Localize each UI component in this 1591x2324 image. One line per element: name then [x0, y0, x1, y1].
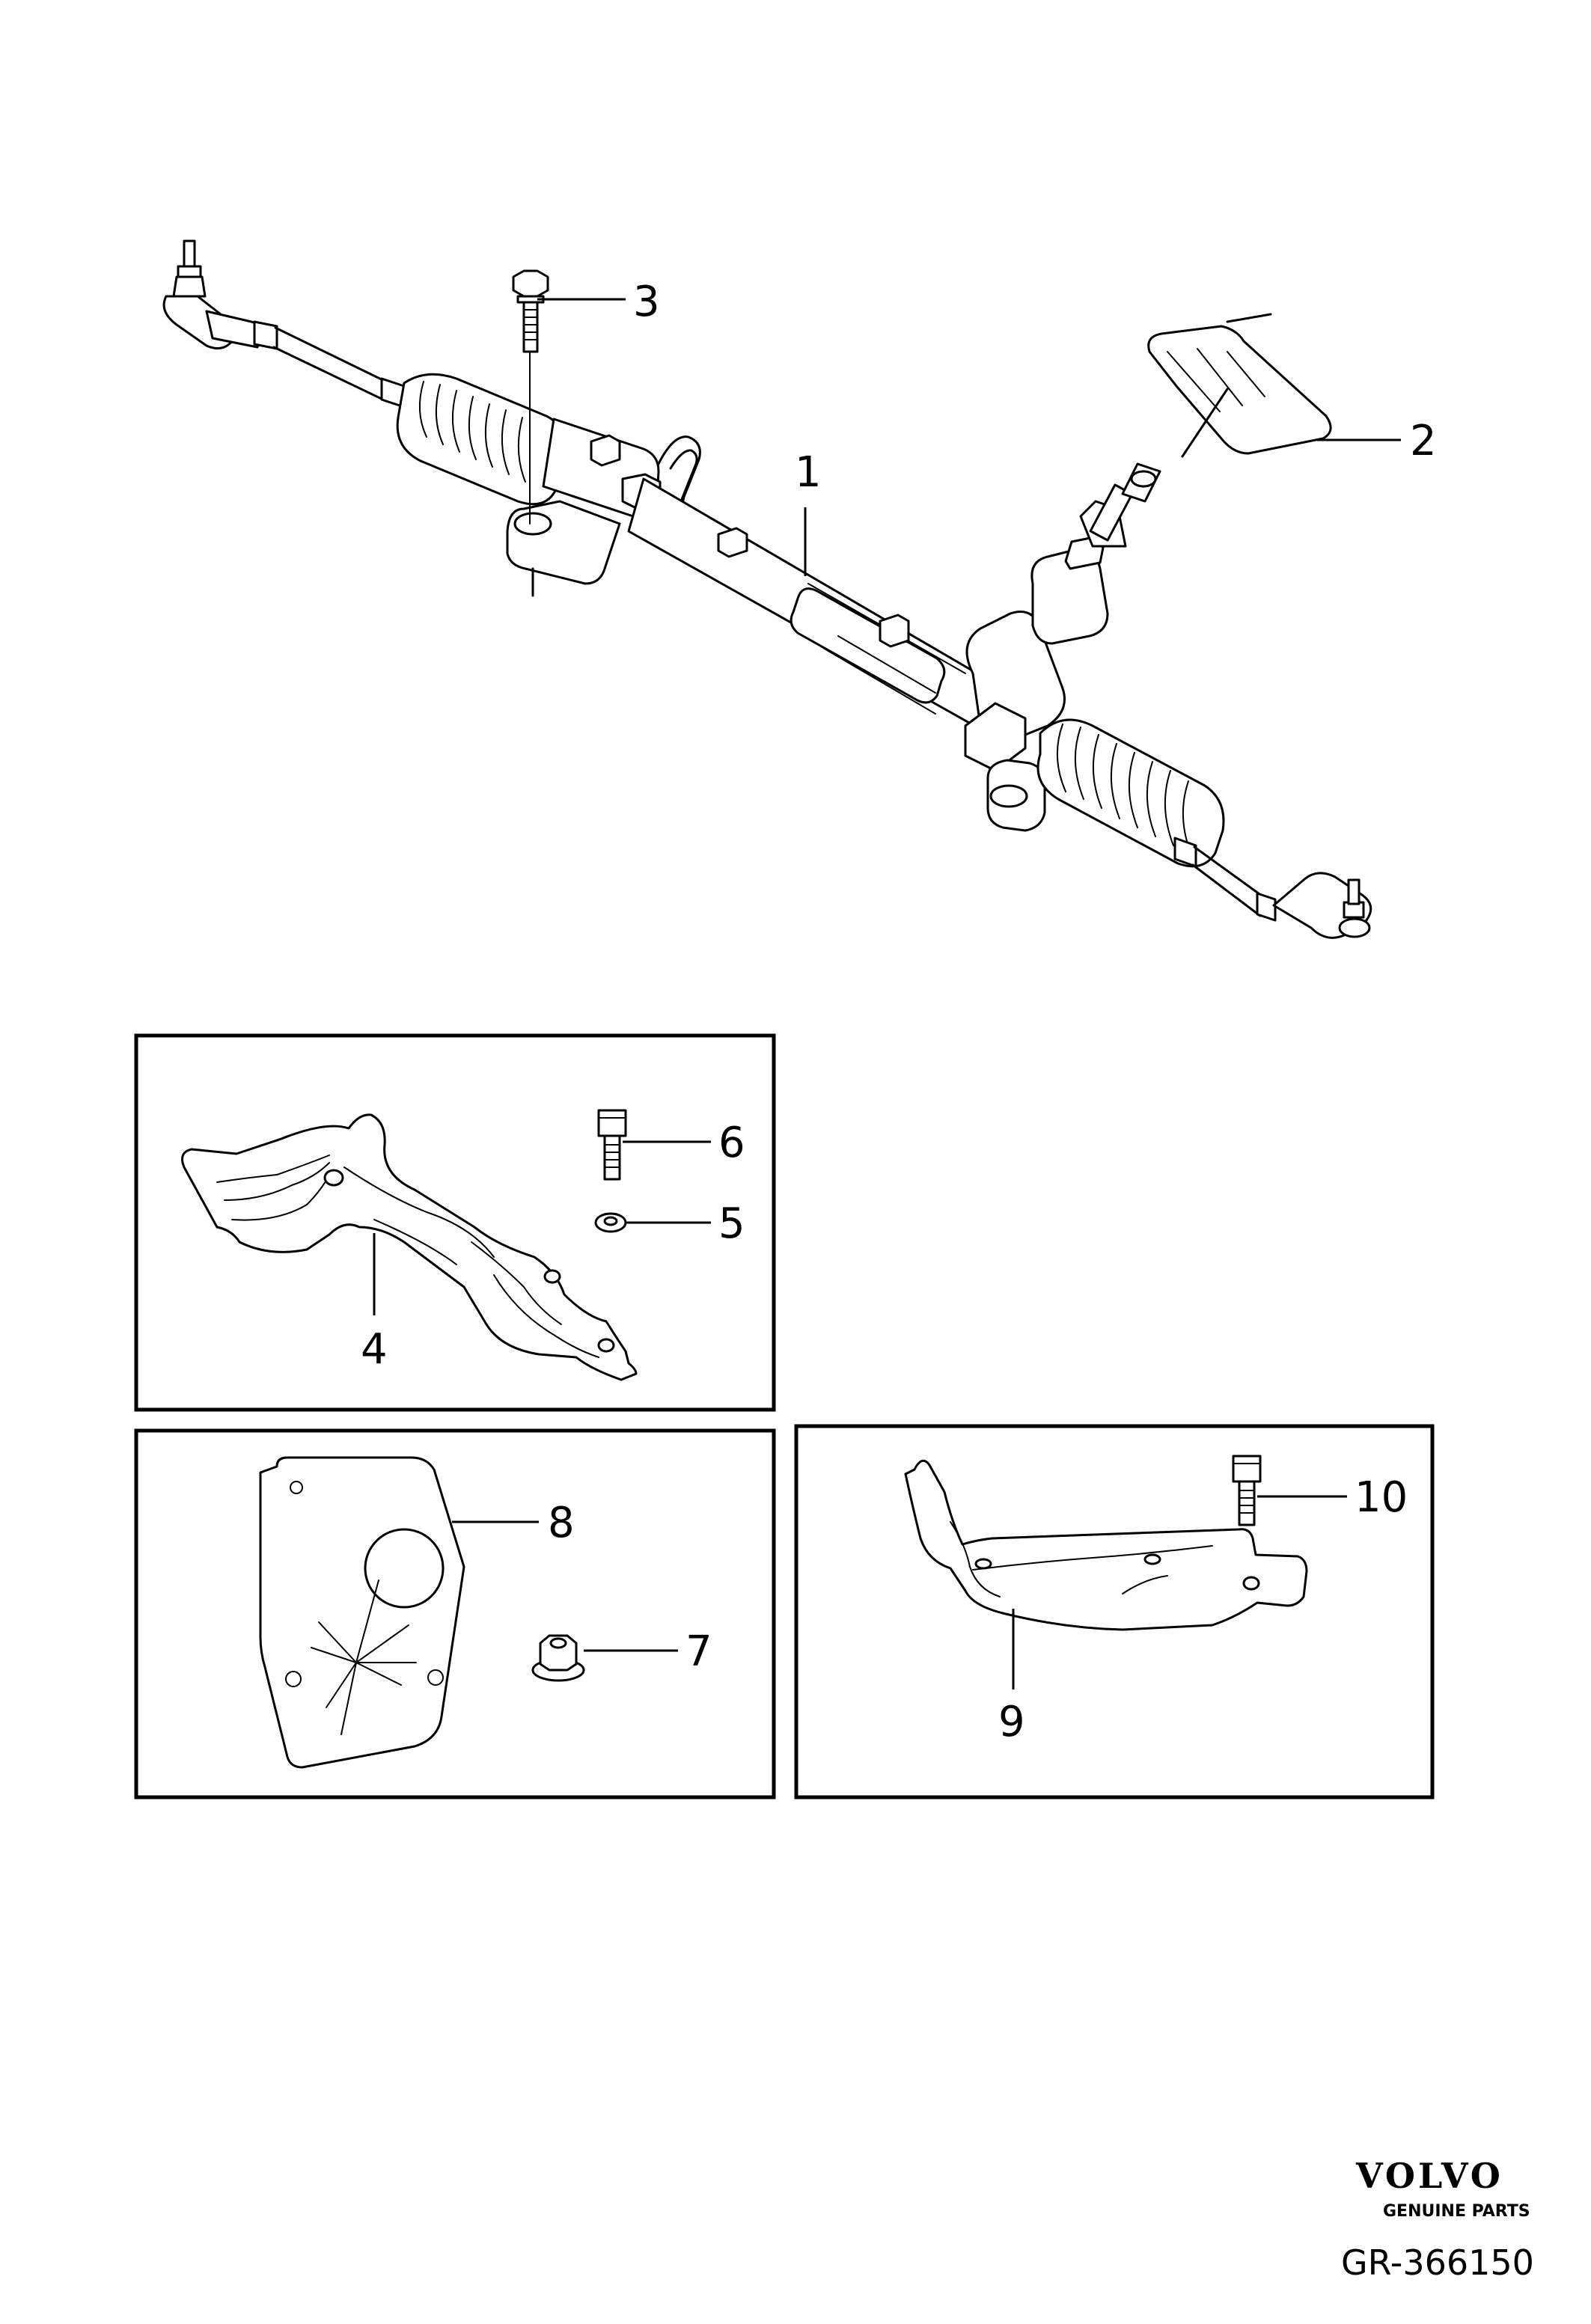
left-bellows-boot [396, 373, 566, 506]
callout-10: 10 [1355, 1473, 1408, 1522]
pinion-housing [964, 462, 1161, 832]
callout-1: 1 [795, 448, 822, 497]
drawing-reference: GR-366150 [1341, 2242, 1534, 2283]
left-tie-rod-end [162, 239, 278, 350]
callout-8: 8 [548, 1499, 575, 1547]
callout-5: 5 [718, 1199, 745, 1248]
bolt-3: 3 [512, 269, 660, 525]
callout-6: 6 [718, 1119, 745, 1167]
callout-7: 7 [685, 1627, 712, 1676]
bolt-6 [597, 1109, 627, 1181]
callout-4: 4 [361, 1325, 388, 1374]
right-bellows-boot [1036, 718, 1225, 868]
left-housing-mount [506, 418, 662, 597]
heat-shield-bracket-4 [181, 1113, 638, 1381]
box-heat-shield-bracket: 4 6 5 [134, 1033, 776, 1412]
washer-5 [594, 1212, 627, 1233]
rack-tube [627, 477, 1004, 735]
brand-name: VOLVO [1355, 2156, 1503, 2196]
volvo-genuine-parts-logo: VOLVO GENUINE PARTS [1355, 2156, 1530, 2221]
bolt-10 [1232, 1455, 1262, 1526]
steering-rack-assembly: 1 [162, 239, 1372, 939]
callout-2: 2 [1410, 417, 1437, 465]
right-tie-rod-end [1256, 872, 1372, 939]
box-mounting-bracket: 9 10 [794, 1424, 1435, 1799]
callout-9: 9 [998, 1698, 1025, 1746]
vent-slits [311, 1580, 417, 1735]
flange-nut-7 [531, 1634, 585, 1682]
box-cover-plate: 8 7 [134, 1428, 776, 1799]
brand-subtitle: GENUINE PARTS [1383, 2202, 1530, 2221]
cover-plate-8 [259, 1456, 465, 1769]
callout-3: 3 [633, 278, 660, 326]
mounting-bracket-9 [904, 1459, 1308, 1631]
steering-column-seal: 2 [1147, 313, 1437, 465]
